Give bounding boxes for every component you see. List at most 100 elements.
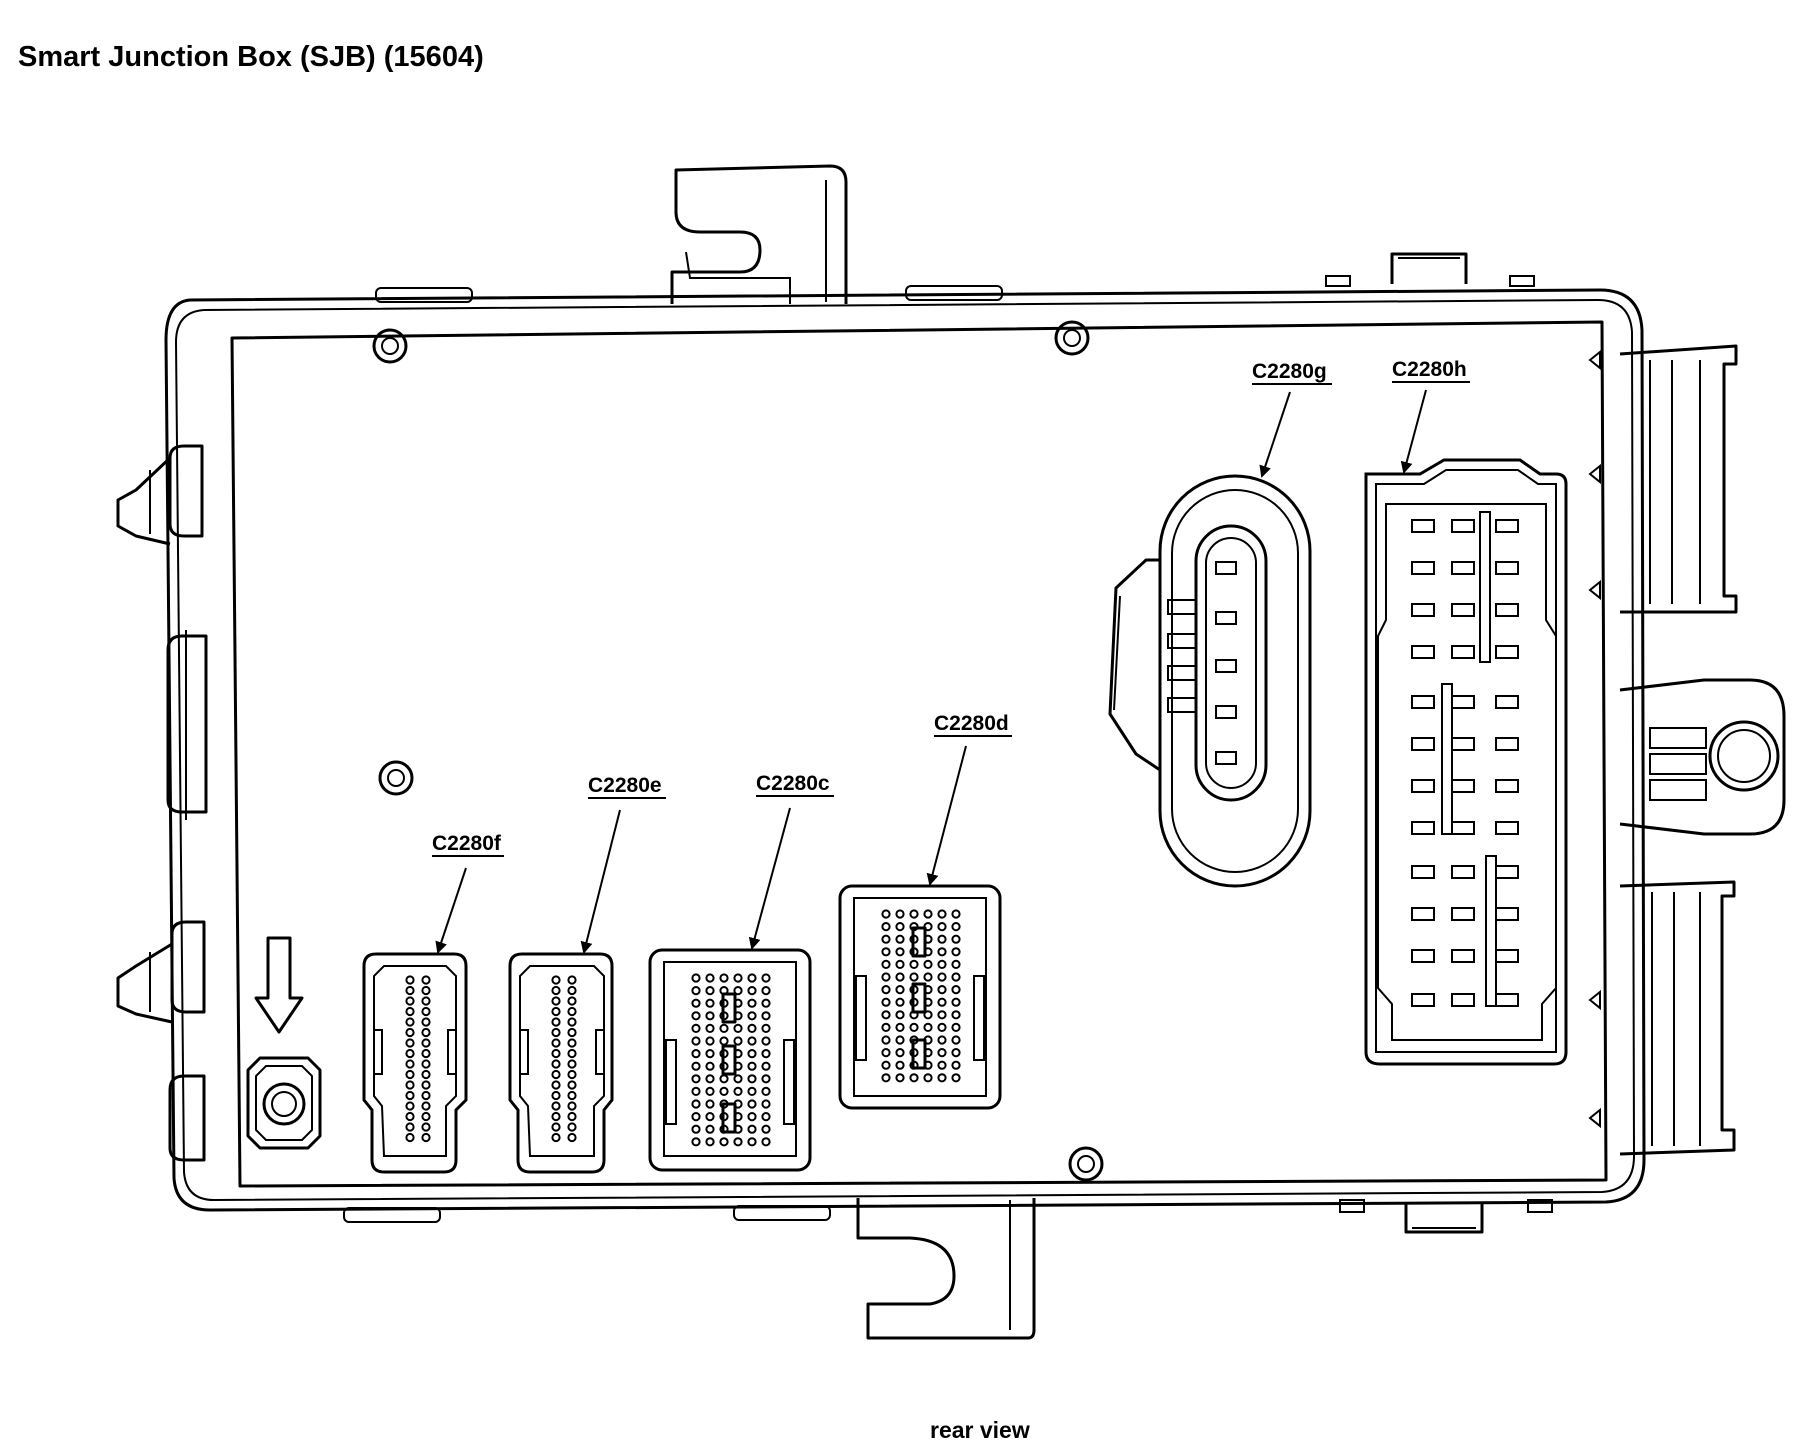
terminal-cavity	[1451, 949, 1475, 963]
connector-c2280f[interactable]	[362, 952, 468, 1174]
label-c2280d-text: C2280d	[934, 712, 1009, 735]
pin-cavity	[567, 1027, 577, 1038]
pin-cavity	[421, 1059, 431, 1069]
pin-cavity	[421, 1122, 431, 1132]
pin-cavity	[421, 985, 431, 996]
pin-cavity	[705, 1049, 715, 1059]
pin-cavity	[551, 1132, 561, 1143]
locking-rib	[1485, 855, 1497, 1007]
pin-cavity	[881, 1073, 891, 1083]
pin-cavity	[551, 1101, 561, 1111]
pin-cavity	[937, 922, 947, 932]
pin-cavity	[551, 1080, 561, 1090]
pin-cavity	[761, 1112, 771, 1122]
pin-cavity	[567, 1132, 577, 1143]
pin-cavity	[747, 1124, 757, 1134]
label-c2280c-text: C2280c	[756, 772, 830, 795]
label-c2280f-text: C2280f	[432, 832, 502, 855]
right-side-rails	[1588, 344, 1786, 1156]
terminal-cavity	[1411, 993, 1435, 1007]
c2280h-pins	[1411, 511, 1519, 1007]
pin-cavity	[719, 1086, 729, 1097]
pin-cavity	[551, 996, 561, 1006]
pin-cavity	[567, 1080, 577, 1090]
pin-cavity	[881, 985, 891, 995]
connector-c2280d[interactable]	[838, 884, 1002, 1110]
pin-cavity	[705, 1061, 715, 1071]
pin-cavity	[705, 1112, 715, 1122]
pin-cavity	[761, 1049, 771, 1059]
connector-c2280c[interactable]	[648, 948, 812, 1172]
pin-cavity	[747, 1023, 757, 1034]
pin-cavity	[881, 1035, 891, 1045]
pin-cavity	[881, 1060, 891, 1070]
pin-cavity	[691, 1011, 701, 1021]
pin-cavity	[951, 1048, 961, 1058]
terminal-cavity	[1451, 907, 1475, 921]
pin-cavity	[761, 1074, 771, 1084]
pin-cavity	[691, 1061, 701, 1071]
connector-c2280e[interactable]	[508, 952, 614, 1174]
label-c2280g: C2280g	[1252, 360, 1332, 478]
pin-cavity	[421, 1027, 431, 1038]
connector-c2280g[interactable]	[1108, 474, 1312, 888]
label-c2280g-text: C2280g	[1252, 360, 1327, 383]
pin-cavity	[909, 909, 919, 919]
pin-cavity	[923, 972, 933, 982]
pin-cavity	[951, 959, 961, 970]
pin-cavity	[705, 1023, 715, 1034]
pin-cavity	[923, 909, 933, 919]
pin-cavity	[951, 909, 961, 919]
pin-cavity	[421, 1038, 431, 1048]
pin-cavity	[421, 996, 431, 1006]
pin-cavity	[421, 975, 431, 985]
pin-cavity	[705, 1011, 715, 1021]
terminal-cavity	[1451, 645, 1475, 659]
pin-cavity	[567, 1059, 577, 1069]
connector-c2280h[interactable]	[1364, 458, 1568, 1066]
terminal-cavity	[1495, 519, 1519, 533]
pin-cavity	[551, 1069, 561, 1080]
pin-cavity	[551, 1006, 561, 1017]
pin-cavity	[405, 1006, 415, 1017]
label-c2280f: C2280f	[432, 832, 504, 954]
pin-cavity	[747, 986, 757, 996]
terminal-cavity	[1495, 779, 1519, 793]
pin-cavity	[951, 1073, 961, 1083]
pin-cavity	[551, 1059, 561, 1069]
pin-cavity	[895, 997, 905, 1007]
pin-cavity	[421, 1006, 431, 1017]
pin-cavity	[733, 1086, 743, 1097]
pin-cavity	[951, 922, 961, 932]
pin-cavity	[895, 1073, 905, 1083]
pin-cavity	[747, 1036, 757, 1046]
pin-cavity	[747, 1112, 757, 1122]
pin-cavity	[567, 996, 577, 1006]
pin-cavity	[747, 1061, 757, 1071]
pin-cavity	[937, 1010, 947, 1020]
pin-cavity	[937, 985, 947, 995]
pin-cavity	[881, 997, 891, 1007]
pin-cavity	[881, 934, 891, 944]
pin-cavity	[761, 1099, 771, 1109]
pin-cavity	[747, 1074, 757, 1084]
diagram-title: Smart Junction Box (SJB) (15604)	[18, 41, 484, 73]
pin-cavity	[937, 959, 947, 970]
pin-cavity	[937, 1060, 947, 1070]
pin-cavity	[895, 1048, 905, 1058]
pin-cavity	[747, 998, 757, 1008]
mounting-holes	[372, 320, 1104, 1182]
pin-cavity	[923, 1022, 933, 1033]
pin-cavity	[761, 1011, 771, 1021]
pin-cavity	[747, 1099, 757, 1109]
pin-cavity	[747, 1049, 757, 1059]
pin-cavity	[405, 985, 415, 996]
pin-cavity	[405, 1048, 415, 1059]
pin-cavity	[691, 1112, 701, 1122]
pin-cavity	[691, 998, 701, 1008]
pin-cavity	[405, 1101, 415, 1111]
terminal-cavity	[1495, 821, 1519, 835]
pin-cavity	[551, 1027, 561, 1038]
terminal-cavity	[1451, 993, 1475, 1007]
pin-cavity	[923, 959, 933, 970]
